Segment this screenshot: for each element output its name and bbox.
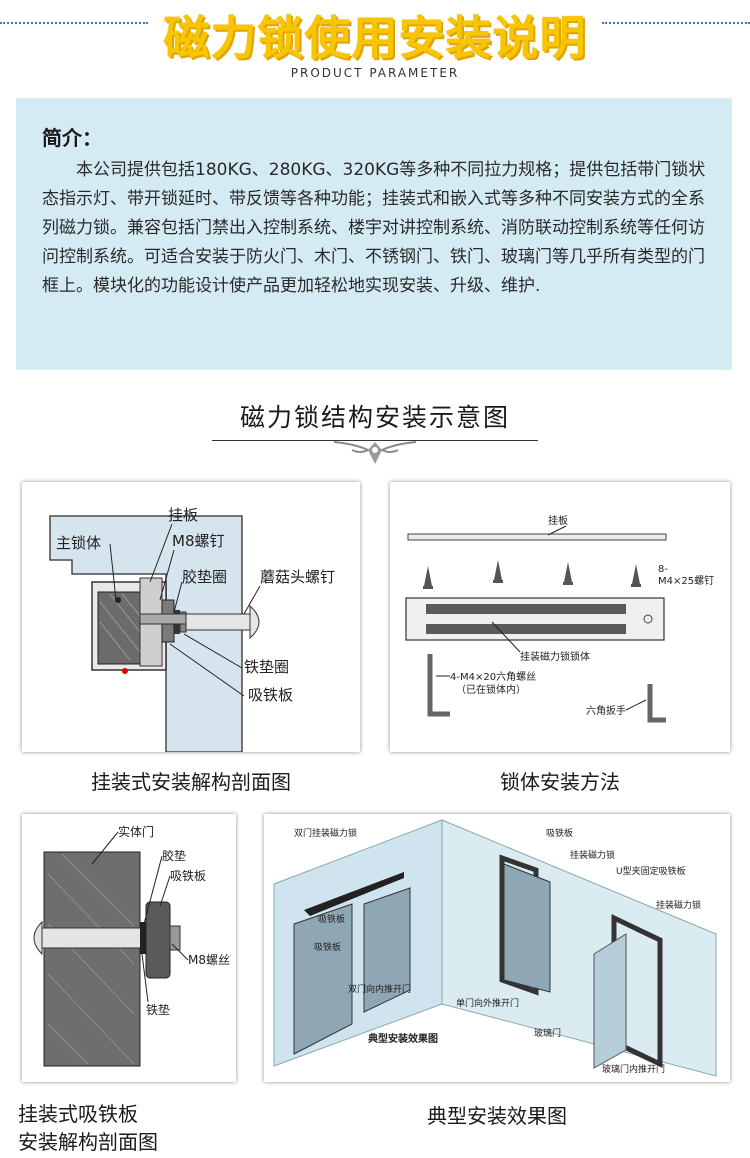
label-m8-3: M8螺丝 bbox=[188, 953, 230, 967]
label-iron-washer: 铁垫圈 bbox=[244, 658, 289, 676]
header-dotted-line-left bbox=[0, 22, 148, 24]
armature-section-diagram: 实体门 胶垫 吸铁板 M8螺丝 铁垫 bbox=[33, 824, 230, 1067]
surface-mount-section-diagram: 主锁体 挂板 M8螺钉 胶垫圈 蘑菇头螺钉 铁垫圈 吸铁板 bbox=[49, 506, 335, 753]
label-bracket-2: 挂板 bbox=[548, 514, 568, 527]
label-mushroom-screw: 蘑菇头螺钉 bbox=[260, 568, 335, 586]
label-double-lock: 双门挂装磁力锁 bbox=[294, 827, 357, 839]
label-armature-3: 吸铁板 bbox=[170, 869, 206, 883]
label-hex-wrench: 六角扳手 bbox=[586, 704, 626, 717]
diagram-panel-lock-body: 挂板 8- M4×25螺钉 挂装磁力锁锁体 4-M4×20六角螺丝 （已在锁体内… bbox=[390, 482, 730, 752]
diagram-panel-armature: 实体门 胶垫 吸铁板 M8螺丝 铁垫 bbox=[22, 814, 236, 1082]
label-rubber-washer: 胶垫圈 bbox=[182, 568, 227, 586]
caption-typical-install: 典型安装效果图 bbox=[427, 1104, 567, 1128]
label-armature-a: 吸铁板 bbox=[318, 913, 345, 925]
label-solid-door: 实体门 bbox=[118, 824, 154, 839]
label-armature-b: 吸铁板 bbox=[314, 941, 341, 953]
label-glass-push: 玻璃门内推开门 bbox=[602, 1063, 665, 1075]
caption-lock-body: 锁体安装方法 bbox=[500, 770, 620, 794]
intro-heading: 简介： bbox=[42, 126, 102, 150]
caption-armature-line1: 挂装式吸铁板 bbox=[18, 1102, 138, 1126]
label-main-body: 主锁体 bbox=[56, 534, 101, 552]
section-title: 磁力锁结构安装示意图 bbox=[239, 403, 510, 432]
label-typical: 典型安装效果图 bbox=[368, 1032, 438, 1045]
label-bracket: 挂板 bbox=[168, 506, 198, 524]
ornament-icon bbox=[333, 441, 417, 464]
label-armature-c: 吸铁板 bbox=[546, 827, 573, 839]
diagram-panel-surface-mount: 主锁体 挂板 M8螺钉 胶垫圈 蘑菇头螺钉 铁垫圈 吸铁板 bbox=[22, 482, 360, 753]
intro-body: 本公司提供包括180KG、280KG、320KG等多种不同拉力规格；提供包括带门… bbox=[42, 160, 706, 296]
label-screw-spec-1: 8- bbox=[658, 564, 668, 575]
label-m8-screw: M8螺钉 bbox=[172, 532, 225, 550]
caption-surface-mount: 挂装式安装解构剖面图 bbox=[91, 770, 291, 794]
label-armature: 吸铁板 bbox=[248, 686, 293, 704]
intro-panel: 简介： 本公司提供包括180KG、280KG、320KG等多种不同拉力规格；提供… bbox=[16, 98, 732, 370]
label-screw-spec-2: M4×25螺钉 bbox=[658, 575, 714, 587]
label-lock-body: 挂装磁力锁锁体 bbox=[520, 650, 590, 663]
label-double-push: 双门向内推开门 bbox=[348, 983, 411, 995]
typical-install-diagram: 双门挂装磁力锁 吸铁板 吸铁板 吸铁板 挂装磁力锁 U型夹固定吸铁板 挂装磁力锁… bbox=[273, 819, 717, 1077]
label-u-bracket: U型夹固定吸铁板 bbox=[616, 865, 686, 877]
label-washer-3: 铁垫 bbox=[146, 1002, 170, 1017]
header-dotted-line-right bbox=[602, 22, 750, 24]
label-rubber: 胶垫 bbox=[162, 848, 186, 863]
label-glass-door: 玻璃门 bbox=[534, 1027, 561, 1039]
label-hex-screw-1: 4-M4×20六角螺丝 bbox=[450, 671, 536, 683]
label-lock-c: 挂装磁力锁 bbox=[656, 899, 701, 911]
diagram-panel-typical-install: 双门挂装磁力锁 吸铁板 吸铁板 吸铁板 挂装磁力锁 U型夹固定吸铁板 挂装磁力锁… bbox=[264, 814, 730, 1082]
label-single-push: 单门向外推开门 bbox=[456, 997, 519, 1009]
caption-armature-line2: 安装解构剖面图 bbox=[18, 1130, 158, 1154]
page-subtitle: PRODUCT PARAMETER bbox=[290, 66, 460, 80]
label-hex-screw-2: （已在锁体内） bbox=[456, 683, 526, 696]
label-single-lock: 挂装磁力锁 bbox=[570, 849, 615, 861]
section-divider bbox=[212, 440, 538, 441]
lock-body-install-diagram: 挂板 8- M4×25螺钉 挂装磁力锁锁体 4-M4×20六角螺丝 （已在锁体内… bbox=[405, 514, 714, 723]
page-title: 磁力锁使用安装说明 bbox=[163, 11, 587, 65]
